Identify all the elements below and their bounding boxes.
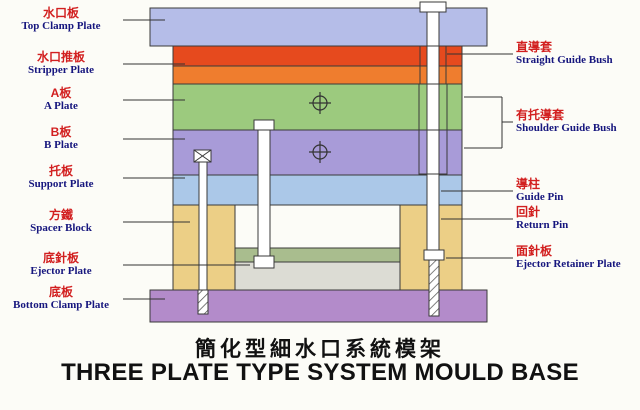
label-straight-guide-bush: 直導套 Straight Guide Bush [516, 40, 640, 67]
label-zh: 底針板 [42, 251, 79, 265]
label-zh: 有托導套 [516, 108, 565, 122]
label-en: Top Clamp Plate [21, 20, 101, 32]
label-en: Stripper Plate [27, 64, 95, 76]
ejector-plate-shape [234, 261, 401, 291]
page-title-chinese: 簡化型細水口系統模架 [195, 337, 445, 361]
label-zh: 直導套 [516, 40, 553, 54]
label-zh: 方鐵 [48, 208, 73, 222]
leader-lines-left [123, 19, 250, 300]
label-guide-pin: 導柱 Guide Pin [516, 177, 640, 204]
label-stripper-plate: 水口推板 Stripper Plate [2, 50, 120, 77]
a-plate-shape [172, 83, 463, 131]
label-bottom-clamp-plate: 底板 Bottom Clamp Plate [2, 285, 120, 312]
label-shoulder-guide-bush: 有托導套 Shoulder Guide Bush [516, 108, 640, 135]
label-zh: 回針 [516, 205, 541, 219]
label-en: Guide Pin [516, 191, 564, 203]
label-en: Return Pin [516, 219, 569, 231]
label-en: B Plate [44, 139, 78, 151]
return-pin-shape [423, 249, 445, 317]
label-zh: 底板 [48, 285, 73, 299]
page-title-english: THREE PLATE TYPE SYSTEM MOULD BASE [61, 359, 579, 386]
label-en: Ejector Plate [30, 265, 92, 277]
label-en: Spacer Block [30, 222, 92, 234]
centre-guide-pin [253, 119, 275, 269]
label-zh: 面針板 [516, 244, 553, 258]
label-en: Shoulder Guide Bush [516, 122, 617, 134]
label-a-plate: A板 A Plate [2, 86, 120, 113]
label-support-plate: 托板 Support Plate [2, 164, 120, 191]
stripper-plate-upper-shape [172, 45, 463, 67]
label-zh: A板 [50, 86, 72, 100]
guide-pin-with-bushes [418, 1, 448, 255]
label-zh: 水口推板 [36, 50, 85, 64]
label-ejector-retainer-plate: 面針板 Ejector Retainer Plate [516, 244, 640, 271]
label-spacer-block: 方鐵 Spacer Block [2, 208, 120, 235]
stripper-plate-lower-shape [172, 65, 463, 85]
label-zh: 水口板 [42, 6, 79, 20]
label-top-clamp-plate: 水口板 Top Clamp Plate [2, 6, 120, 33]
label-return-pin: 回針 Return Pin [516, 205, 640, 232]
label-en: Straight Guide Bush [516, 54, 613, 66]
label-zh: 托板 [48, 164, 73, 178]
support-plate-shape [172, 174, 463, 206]
screw-hole-symbol [309, 92, 331, 114]
leader-lines-right [441, 53, 513, 259]
label-en: Support Plate [28, 178, 94, 190]
support-bolt [193, 149, 212, 315]
label-b-plate: B板 B Plate [2, 125, 120, 152]
label-en: Bottom Clamp Plate [13, 299, 109, 311]
screw-hole-symbol [309, 141, 331, 163]
label-zh: 導柱 [516, 177, 541, 191]
label-en: Ejector Retainer Plate [516, 258, 621, 270]
label-zh: B板 [50, 125, 72, 139]
shoulder-guide-bush-shape [418, 83, 448, 175]
label-en: A Plate [44, 100, 78, 112]
label-ejector-plate: 底針板 Ejector Plate [2, 251, 120, 278]
